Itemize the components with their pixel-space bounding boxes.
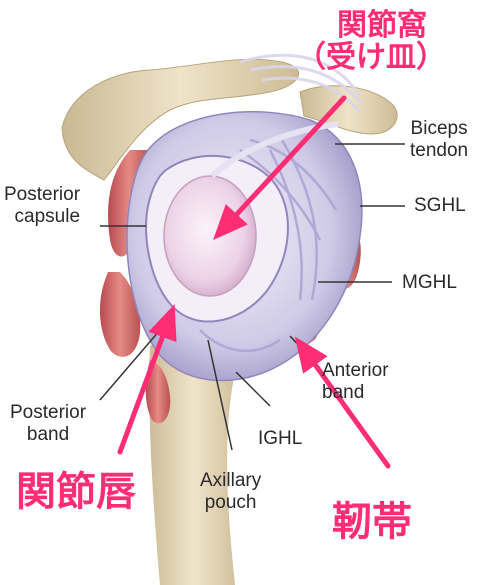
label-biceps-tendon: Biceps tendon [410, 118, 468, 162]
label-anterior-band-line2: band [322, 382, 365, 403]
biceps-tendon [209, 121, 339, 179]
arrow-glenoid-fossa [213, 95, 347, 240]
annotation-glenoid-fossa-line2: （受け皿） [296, 41, 446, 74]
posterior-muscle-lower [99, 272, 141, 357]
label-anterior-band-line1: Anterior [322, 360, 389, 381]
label-posterior-band-line1: Posterior [10, 402, 87, 423]
label-axillary-pouch-line1: Axillary [200, 470, 262, 491]
leader-ighl [235, 371, 271, 407]
label-sghl: SGHL [414, 195, 466, 216]
label-biceps-tendon-line2: tendon [410, 140, 469, 161]
label-ighl: IGHL [258, 428, 303, 449]
humerus-bone [149, 345, 238, 585]
arrow-labrum [117, 304, 177, 455]
label-posterior-capsule-line1: Posterior [4, 184, 81, 205]
label-mghl: MGHL [402, 272, 457, 293]
label-axillary-pouch-line2: pouch [204, 492, 257, 513]
label-posterior-capsule: Posterior capsule [4, 184, 80, 228]
acromion-bone [61, 58, 299, 181]
label-biceps-tendon-line1: Biceps [410, 118, 468, 139]
annotation-glenoid-fossa-line1: 関節窩 [337, 9, 427, 42]
annotation-ligament: 靭帯 [332, 500, 412, 544]
leader-axillary-pouch [207, 339, 233, 451]
label-posterior-capsule-line2: capsule [14, 206, 81, 227]
arrow-ligament [294, 336, 391, 469]
label-anterior-band: Anterior band [322, 360, 389, 404]
label-axillary-pouch: Axillary pouch [200, 470, 261, 514]
posterior-muscle-bottom [145, 360, 171, 424]
label-posterior-band-line2: band [26, 424, 70, 445]
coracoacromial-ligament [239, 53, 364, 113]
annotation-labrum: 関節唇 [16, 470, 136, 514]
label-posterior-band: Posterior band [10, 402, 86, 446]
annotation-glenoid-fossa: 関節窩 （受け皿） [296, 9, 446, 74]
